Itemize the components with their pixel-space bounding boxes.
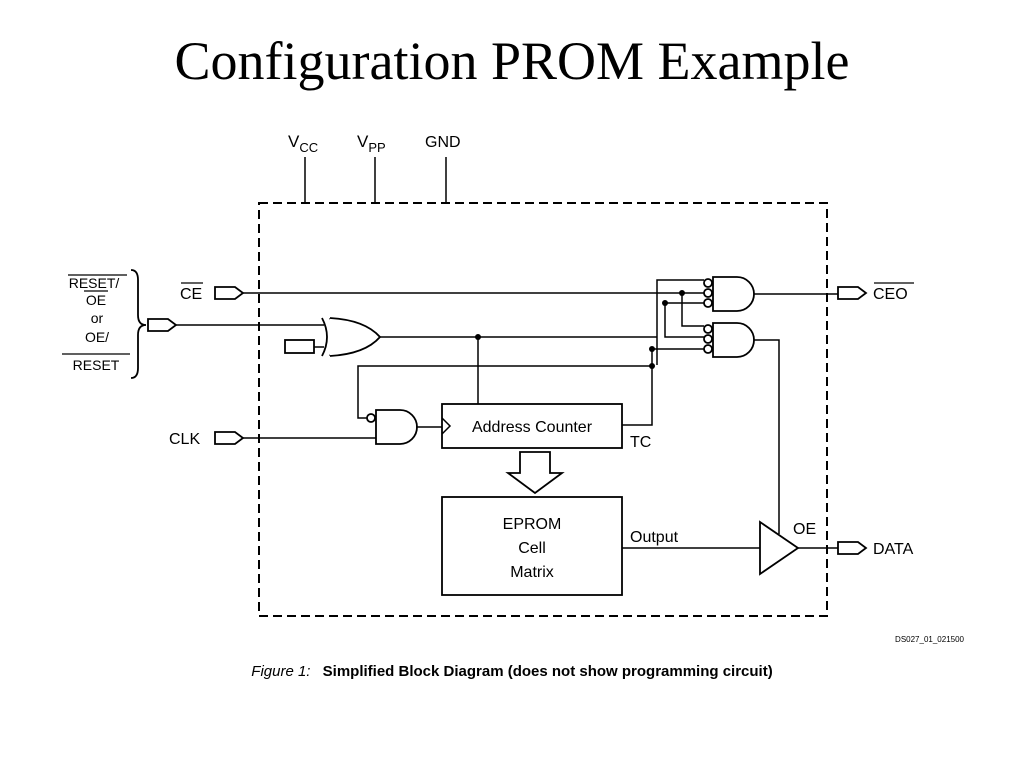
clk-pin xyxy=(214,431,245,445)
data-pin xyxy=(837,541,868,555)
power-pins xyxy=(304,157,447,203)
oe-and-gate xyxy=(703,322,755,358)
ce-pin xyxy=(214,286,245,300)
gnd-label: GND xyxy=(425,134,461,151)
ceo-and-gate xyxy=(703,276,755,312)
brace-icon xyxy=(130,269,147,379)
svg-text:Matrix: Matrix xyxy=(510,564,554,581)
reset-oe-label: RESET/ OE or OE/ RESET xyxy=(69,275,120,373)
ceo-pin xyxy=(837,286,868,300)
svg-text:Cell: Cell xyxy=(518,540,546,557)
ceo-label: CEO xyxy=(873,286,908,303)
oe-label: OE xyxy=(793,521,816,538)
tc-label: TC xyxy=(630,434,651,451)
slide-title: Configuration PROM Example xyxy=(174,31,850,91)
address-counter-block xyxy=(441,403,623,449)
svg-text:or: or xyxy=(91,310,104,326)
clk-label: CLK xyxy=(169,431,200,448)
device-boundary xyxy=(258,202,828,617)
output-label: Output xyxy=(630,529,679,546)
figure-caption: Figure 1: Simplified Block Diagram (does… xyxy=(0,663,1024,680)
eprom-block xyxy=(441,496,623,596)
reset-pin xyxy=(147,318,178,332)
svg-text:OE/: OE/ xyxy=(85,329,109,345)
vpp-label: VPP xyxy=(357,132,386,155)
figure-number: Figure 1: xyxy=(251,663,311,680)
vcc-label: VCC xyxy=(288,132,318,155)
eprom-label: EPROM Cell Matrix xyxy=(503,516,562,581)
wires xyxy=(176,279,838,549)
counter-to-eprom-arrow xyxy=(505,451,565,495)
doc-id: DS027_01_021500 xyxy=(895,635,965,644)
junctions xyxy=(475,290,685,369)
data-label: DATA xyxy=(873,541,914,558)
address-counter-label: Address Counter xyxy=(472,419,593,436)
ce-label: CE xyxy=(180,286,202,303)
svg-text:RESET/: RESET/ xyxy=(69,275,120,291)
pins xyxy=(147,286,868,555)
svg-text:RESET: RESET xyxy=(73,357,120,373)
xor-gate xyxy=(321,317,382,357)
figure-description: Simplified Block Diagram (does not show … xyxy=(322,663,773,680)
svg-text:EPROM: EPROM xyxy=(503,516,562,533)
xor-config-box xyxy=(284,339,315,354)
svg-text:OE: OE xyxy=(86,292,106,308)
clk-and-gate xyxy=(366,409,418,445)
